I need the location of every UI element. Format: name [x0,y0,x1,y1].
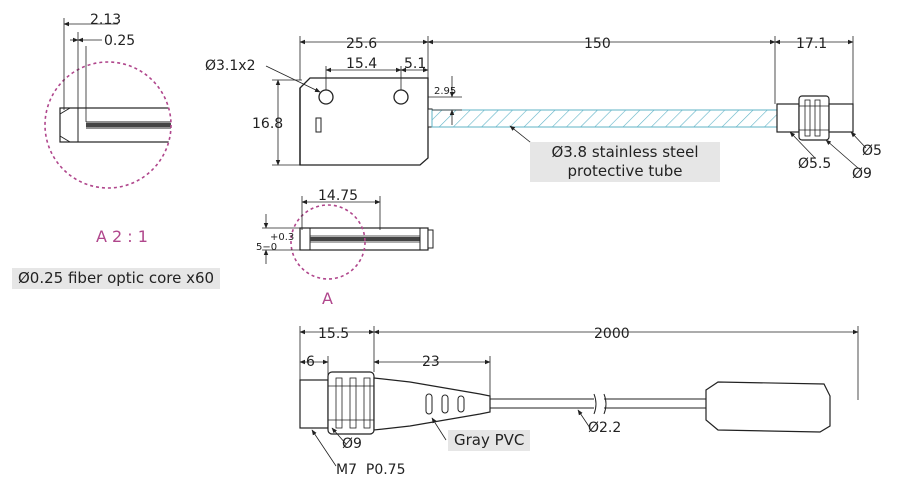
dim-14-75: 14.75 [318,188,358,204]
plug-nut [327,371,375,435]
tube-connector [776,95,854,141]
tube-callout-line1: Ø3.8 stainless steel [551,143,699,161]
tube-callout-line2: protective tube [567,162,683,180]
detail-marker-circle [290,204,366,280]
dim-23: 23 [422,354,440,370]
cable-end-sleeve [705,381,831,433]
dim-15-5: 15.5 [318,326,349,342]
dim-d9-head: Ø9 [852,166,872,182]
dim-25-6: 25.6 [346,36,377,52]
dim-15-4: 15.4 [346,56,377,72]
dim-150: 150 [584,36,611,52]
detail-fiber-section [59,107,171,143]
dim-17-1: 17.1 [796,36,827,52]
dim-5-1: 5.1 [404,56,426,72]
detail-view-a: 2.13 0.25 A 2 : 1 [44,12,172,246]
fiber-core-callout: Ø0.25 fiber optic core x60 [12,268,221,289]
sensor-head-top-view: 25.6 150 17.1 15.4 5.1 Ø3.1x2 16.8 2.95 … [205,36,882,182]
mounting-hole-left [318,89,334,105]
dim-d5: Ø5 [862,143,882,159]
dim-d2-2: Ø2.2 [588,420,621,436]
dim-16-8: 16.8 [252,116,283,132]
detail-ref-label: A [322,289,333,308]
tolerance-plus: +0.3 [270,232,294,243]
cable-material-callout: Gray PVC [448,430,531,451]
dim-2-13: 2.13 [90,12,121,28]
steel-protective-tube [431,109,778,128]
dim-6: 6 [306,354,315,370]
tolerance-base: 5−0 [256,242,277,253]
thread-spec: M7 P0.75 [336,462,406,478]
mounting-hole-right [393,89,409,105]
dim-d5-5: Ø5.5 [798,156,831,172]
sensor-head-side-view: A 14.75 +0.3 5−0 [256,188,434,308]
tube-callout: Ø3.8 stainless steel protective tube [530,142,720,182]
dim-2000: 2000 [594,326,630,342]
detail-scale-label: A 2 : 1 [96,227,148,246]
detail-circle [44,61,172,189]
plug-and-cable: 15.5 2000 6 23 Ø9 Ø2.2 M7 P0.75 [299,326,859,478]
dim-0-25: 0.25 [104,33,135,49]
dim-hole-diameter: Ø3.1x2 [205,58,255,74]
dim-d9-plug: Ø9 [342,436,362,452]
dim-2-95: 2.95 [434,86,456,97]
